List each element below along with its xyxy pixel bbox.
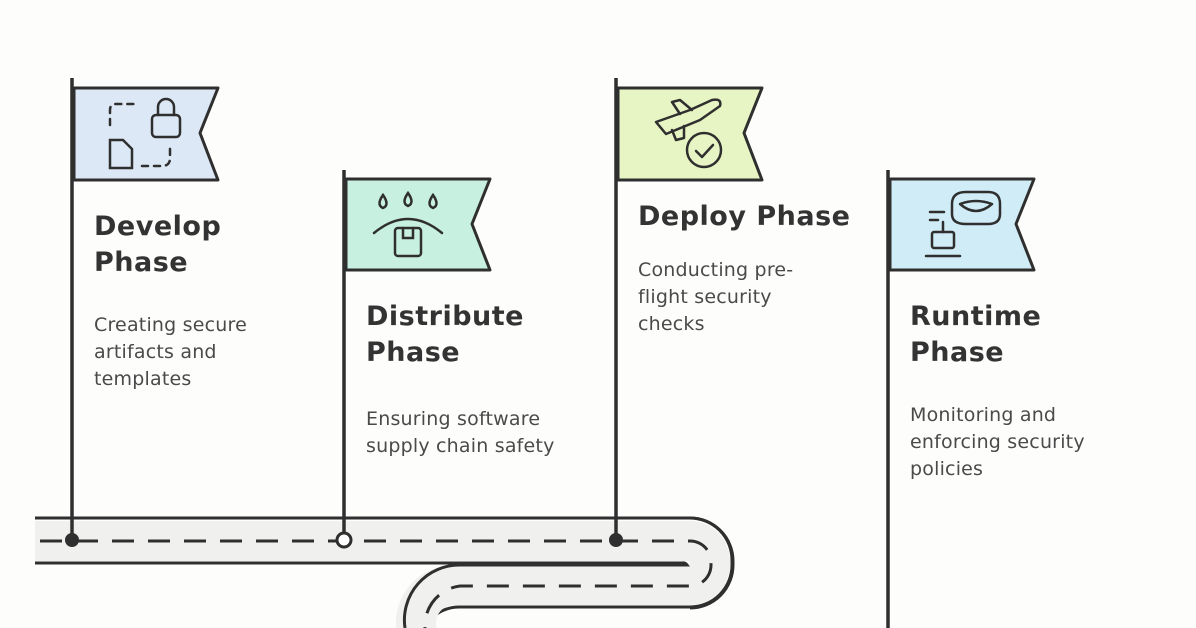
- runtime-desc-line-2: enforcing security: [910, 431, 1085, 453]
- road-outer-top: [35, 516, 735, 610]
- develop-desc-line-1: Creating secure: [94, 314, 248, 336]
- lock-artifact-icon: [108, 97, 182, 170]
- runtime-desc-line-1: Monitoring and: [910, 404, 1057, 426]
- distribute-desc-line-1: Ensuring software: [366, 408, 541, 430]
- runtime-title-line-1: Runtime: [910, 301, 1042, 332]
- distribute-phase-description: Ensuring software supply chain safety: [366, 406, 555, 460]
- deploy-phase-title: Deploy Phase: [638, 199, 850, 235]
- road-dashes: [40, 539, 713, 628]
- develop-desc-line-3: templates: [94, 368, 192, 390]
- develop-phase-description: Creating secure artifacts and templates: [94, 312, 247, 393]
- distribute-title-line-1: Distribute: [366, 301, 524, 332]
- deploy-desc-line-1: Conducting pre-: [638, 259, 794, 281]
- develop-title-line-1: Develop: [94, 211, 222, 242]
- runtime-title-line-2: Phase: [910, 337, 1005, 368]
- package-drops-icon: [372, 190, 444, 258]
- distribute-title-line-2: Phase: [366, 337, 461, 368]
- develop-milestone-dot: [65, 533, 79, 547]
- develop-flag: [65, 78, 220, 547]
- deploy-milestone-dot: [609, 533, 623, 547]
- distribute-flag: [335, 170, 492, 549]
- road-inner: [35, 561, 690, 628]
- runtime-phase-description: Monitoring and enforcing security polici…: [910, 402, 1085, 483]
- distribute-milestone-dot: [335, 531, 353, 549]
- airplane-check-icon: [654, 98, 723, 169]
- deploy-desc-line-3: checks: [638, 313, 705, 335]
- runtime-flag: [886, 170, 1036, 628]
- develop-desc-line-2: artifacts and: [94, 341, 217, 363]
- distribute-phase-title: Distribute Phase: [366, 299, 524, 371]
- road: [35, 516, 735, 628]
- vr-monitor-icon: [924, 190, 1002, 258]
- distribute-flag-banner: [344, 177, 492, 272]
- deploy-flag-banner: [616, 86, 764, 182]
- deploy-desc-line-2: flight security: [638, 286, 772, 308]
- deploy-flag: [609, 78, 764, 547]
- deploy-phase-description: Conducting pre- flight security checks: [638, 257, 793, 338]
- develop-phase-title: Develop Phase: [94, 209, 221, 281]
- runtime-phase-title: Runtime Phase: [910, 299, 1041, 371]
- develop-title-line-2: Phase: [94, 247, 189, 278]
- deploy-title-line-1: Deploy Phase: [638, 201, 851, 232]
- runtime-desc-line-3: policies: [910, 458, 984, 480]
- distribute-desc-line-2: supply chain safety: [366, 435, 555, 457]
